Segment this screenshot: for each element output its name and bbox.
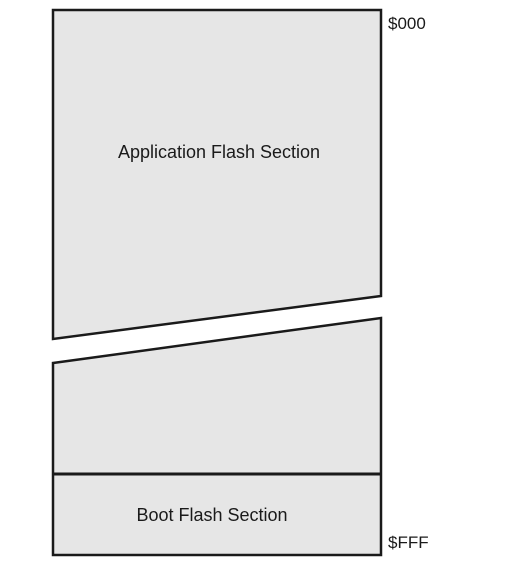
- boot-flash-section-label: Boot Flash Section: [136, 505, 288, 525]
- application-flash-section-label: Application Flash Section: [117, 142, 321, 162]
- application-flash-upper-block: [51, 8, 383, 341]
- application-flash-lower-block: [51, 316, 383, 557]
- start-address-label: $000: [388, 14, 426, 33]
- end-address-label: $FFF: [388, 533, 429, 552]
